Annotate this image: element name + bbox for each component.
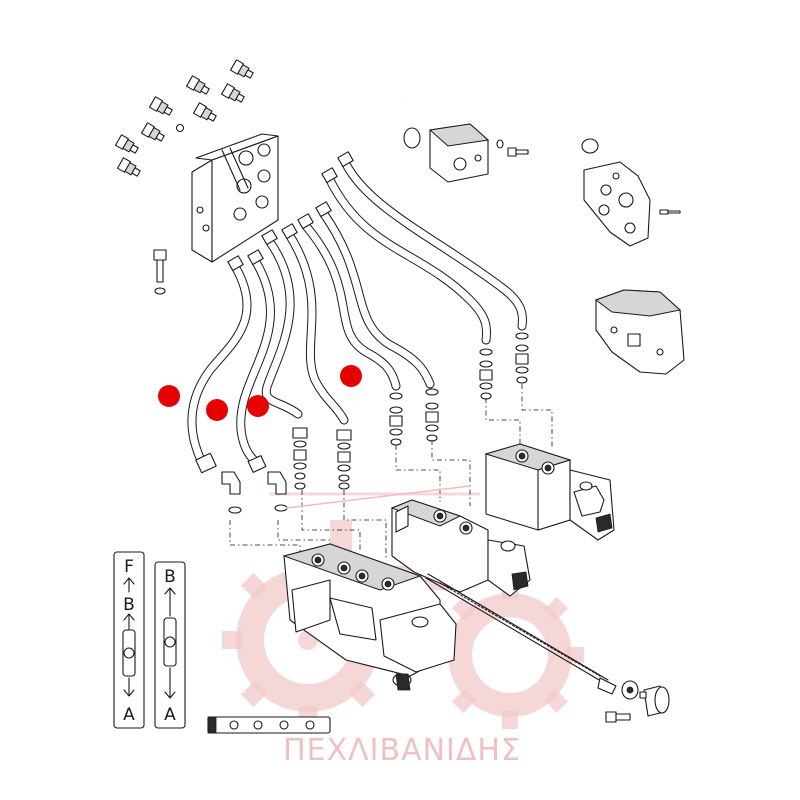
lever-gate-plate-fba: F B A [113, 551, 145, 729]
hose-top-fittings [227, 151, 354, 272]
hose [261, 237, 303, 419]
hose [301, 221, 401, 391]
hose [325, 175, 492, 345]
spool-rod [425, 573, 617, 695]
hydraulic-hoses [187, 159, 527, 467]
gate-label-a-2: A [164, 705, 176, 725]
watermark-gear-right [436, 581, 584, 729]
fitting-stack [515, 332, 529, 384]
fitting [220, 83, 245, 103]
fitting [185, 75, 210, 95]
valve-section-upper [484, 443, 615, 541]
elbow-fitting [221, 471, 242, 514]
o-ring [175, 123, 185, 133]
gate-label-f: F [124, 557, 134, 577]
fitting [140, 122, 165, 142]
watermark-text: ΠΕΧΛΙΒΑΝΙΔΗΣ [283, 733, 521, 768]
fitting-stack [389, 392, 403, 446]
callout-marker[interactable] [206, 399, 228, 421]
lever-gate-plate-ba: B A [154, 561, 186, 729]
valve-end-plate [581, 138, 681, 247]
end-cap-parts [605, 680, 670, 723]
fitting-stack [292, 427, 308, 490]
callout-marker[interactable] [247, 395, 269, 417]
fitting [114, 134, 139, 154]
bolt [153, 249, 167, 295]
fitting-stack [479, 348, 493, 400]
fitting [192, 102, 217, 122]
gate-label-b-2: B [164, 567, 176, 587]
watermark-line [285, 485, 471, 509]
mounting-bracket [191, 133, 279, 263]
flange-part [403, 123, 529, 183]
fittings-group [114, 59, 254, 177]
valve-section-lower [390, 499, 531, 597]
fitting-stack [336, 429, 352, 490]
callout-marker[interactable] [340, 365, 362, 387]
callout-markers [158, 365, 362, 421]
hose [187, 263, 252, 463]
fitting [229, 59, 254, 79]
fitting-stack [425, 388, 439, 442]
hose [341, 159, 527, 331]
valve-cover-plate [594, 289, 685, 375]
fitting [116, 157, 141, 177]
elbow-fitting [267, 471, 288, 512]
gate-label-b: B [123, 595, 135, 615]
main-valve-block [282, 543, 457, 691]
hose [319, 209, 435, 389]
hose [285, 231, 349, 425]
hose [236, 257, 275, 467]
gate-label-a: A [123, 705, 135, 725]
hose-end-nut [195, 452, 267, 474]
fitting-stacks [195, 332, 529, 514]
fitting [148, 96, 173, 116]
callout-marker[interactable] [158, 385, 180, 407]
mounting-strip [207, 716, 331, 734]
